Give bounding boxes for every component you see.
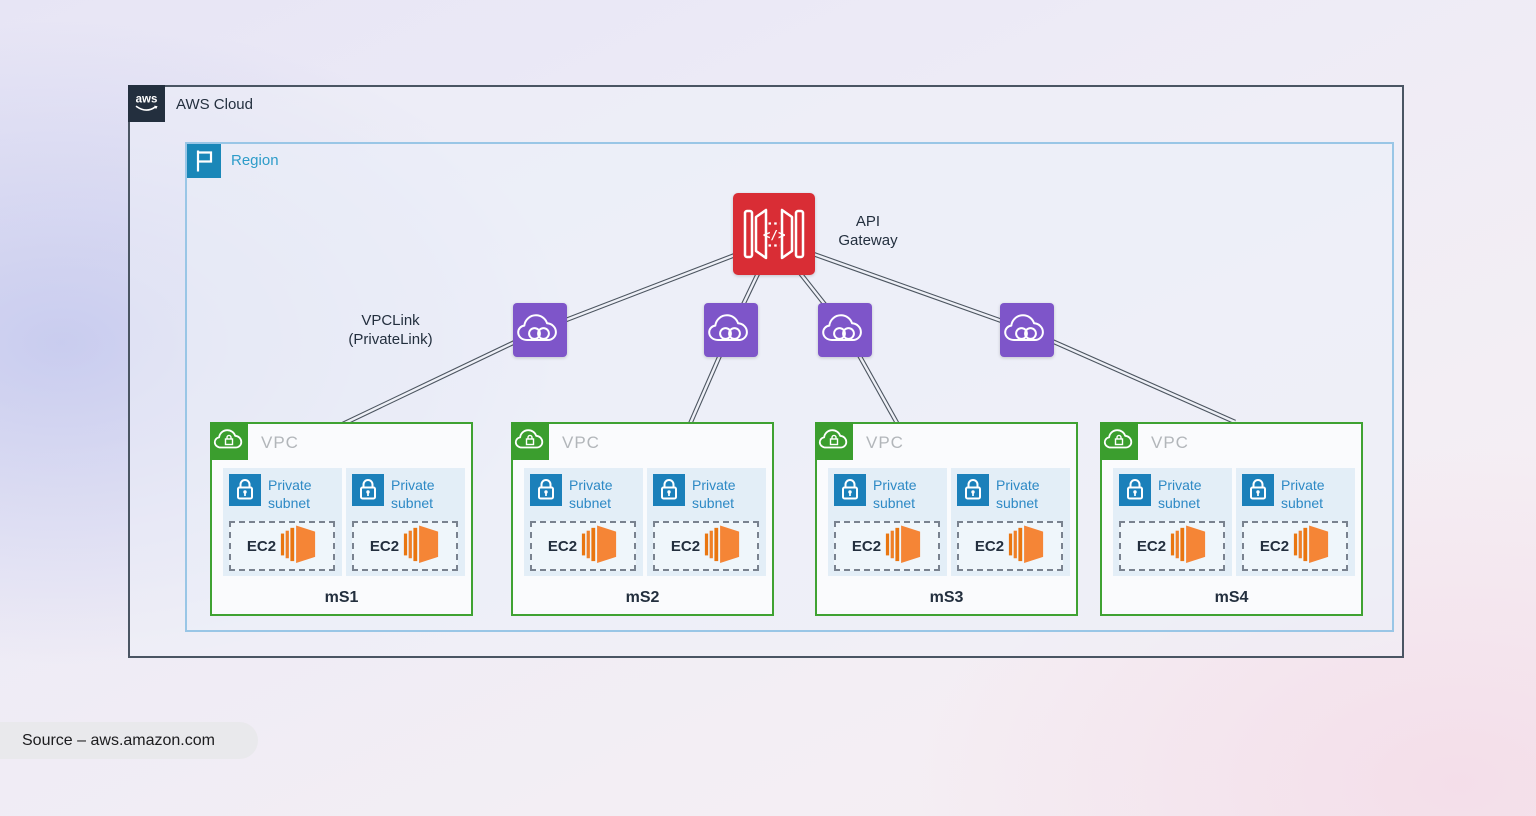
ec2-icon <box>1292 523 1330 570</box>
privatelink-endpoint-icon <box>704 303 758 357</box>
svg-text:</>: </> <box>763 227 786 242</box>
private-subnet-lock-icon <box>834 474 866 506</box>
ec2-instance-box: EC2 <box>530 521 636 571</box>
ec2-label: EC2 <box>369 537 400 555</box>
private-subnet-label: Private subnet <box>1158 477 1202 511</box>
vpc-box-ms3: VPC Private subnet EC2 <box>815 422 1078 616</box>
private-subnet: Private subnet EC2 <box>346 468 465 576</box>
region-flag-icon <box>187 144 221 178</box>
ec2-label: EC2 <box>246 537 277 555</box>
private-subnet-lock-icon <box>352 474 384 506</box>
private-subnet-lock-icon <box>1119 474 1151 506</box>
vpc-box-ms2: VPC Private subnet EC2 <box>511 422 774 616</box>
vpc-label: VPC <box>261 433 299 452</box>
vpclink-label-line2: (PrivateLink) <box>348 331 433 348</box>
microservice-label: mS4 <box>1214 589 1249 606</box>
ec2-instance-box: EC2 <box>957 521 1063 571</box>
ec2-instance-box: EC2 <box>229 521 335 571</box>
private-subnet-label: Private subnet <box>268 477 312 511</box>
api-gateway-label: API Gateway <box>838 213 898 249</box>
ec2-label: EC2 <box>851 537 882 555</box>
private-subnet-lock-icon <box>229 474 261 506</box>
ec2-instance-box: EC2 <box>352 521 458 571</box>
private-subnet-label: Private subnet <box>391 477 435 511</box>
private-subnet: Private subnet EC2 <box>1113 468 1232 576</box>
source-attribution: Source – aws.amazon.com <box>0 722 258 759</box>
private-subnet: Private subnet EC2 <box>647 468 766 576</box>
microservice-label: mS3 <box>929 589 964 606</box>
vpc-icon <box>511 422 549 460</box>
private-subnet: Private subnet EC2 <box>223 468 342 576</box>
api-gateway-icon: </> <box>733 193 815 275</box>
ec2-label: EC2 <box>547 537 578 555</box>
ec2-label: EC2 <box>1136 537 1167 555</box>
ec2-icon <box>884 523 922 570</box>
ec2-instance-box: EC2 <box>653 521 759 571</box>
vpc-box-ms4: VPC Private subnet EC2 <box>1100 422 1363 616</box>
vpc-icon <box>815 422 853 460</box>
source-label: Source – aws.amazon.com <box>22 731 215 749</box>
svg-text:aws: aws <box>136 94 158 106</box>
ec2-icon <box>703 523 741 570</box>
ec2-icon <box>402 523 440 570</box>
ec2-instance-box: EC2 <box>834 521 940 571</box>
ec2-icon <box>1169 523 1207 570</box>
vpc-icon <box>1100 422 1138 460</box>
ec2-label: EC2 <box>670 537 701 555</box>
privatelink-endpoint-icon <box>818 303 872 357</box>
ec2-label: EC2 <box>974 537 1005 555</box>
vpc-box-ms1: VPC Private subnet EC2 <box>210 422 473 616</box>
aws-logo-icon: aws <box>128 85 165 122</box>
privatelink-endpoint-icon <box>1000 303 1054 357</box>
vpc-label: VPC <box>1151 433 1189 452</box>
private-subnet-label: Private subnet <box>996 477 1040 511</box>
aws-cloud-label: AWS Cloud <box>176 96 253 113</box>
ec2-instance-box: EC2 <box>1119 521 1225 571</box>
private-subnet-lock-icon <box>653 474 685 506</box>
privatelink-endpoint-icon <box>513 303 567 357</box>
private-subnet-label: Private subnet <box>692 477 736 511</box>
private-subnet-label: Private subnet <box>1281 477 1325 511</box>
ec2-icon <box>580 523 618 570</box>
private-subnet: Private subnet EC2 <box>524 468 643 576</box>
vpclink-label: VPCLink (PrivateLink) <box>308 311 473 349</box>
region-label: Region <box>231 152 279 169</box>
vpc-icon <box>210 422 248 460</box>
private-subnet-lock-icon <box>1242 474 1274 506</box>
microservice-label: mS2 <box>625 589 660 606</box>
private-subnet-lock-icon <box>530 474 562 506</box>
vpclink-label-line1: VPCLink <box>361 312 420 329</box>
private-subnet-label: Private subnet <box>569 477 613 511</box>
private-subnet-lock-icon <box>957 474 989 506</box>
microservice-label: mS1 <box>324 589 359 606</box>
vpc-label: VPC <box>866 433 904 452</box>
ec2-icon <box>279 523 317 570</box>
ec2-instance-box: EC2 <box>1242 521 1348 571</box>
private-subnet: Private subnet EC2 <box>1236 468 1355 576</box>
private-subnet-label: Private subnet <box>873 477 917 511</box>
ec2-label: EC2 <box>1259 537 1290 555</box>
private-subnet: Private subnet EC2 <box>951 468 1070 576</box>
vpc-label: VPC <box>562 433 600 452</box>
ec2-icon <box>1007 523 1045 570</box>
private-subnet: Private subnet EC2 <box>828 468 947 576</box>
